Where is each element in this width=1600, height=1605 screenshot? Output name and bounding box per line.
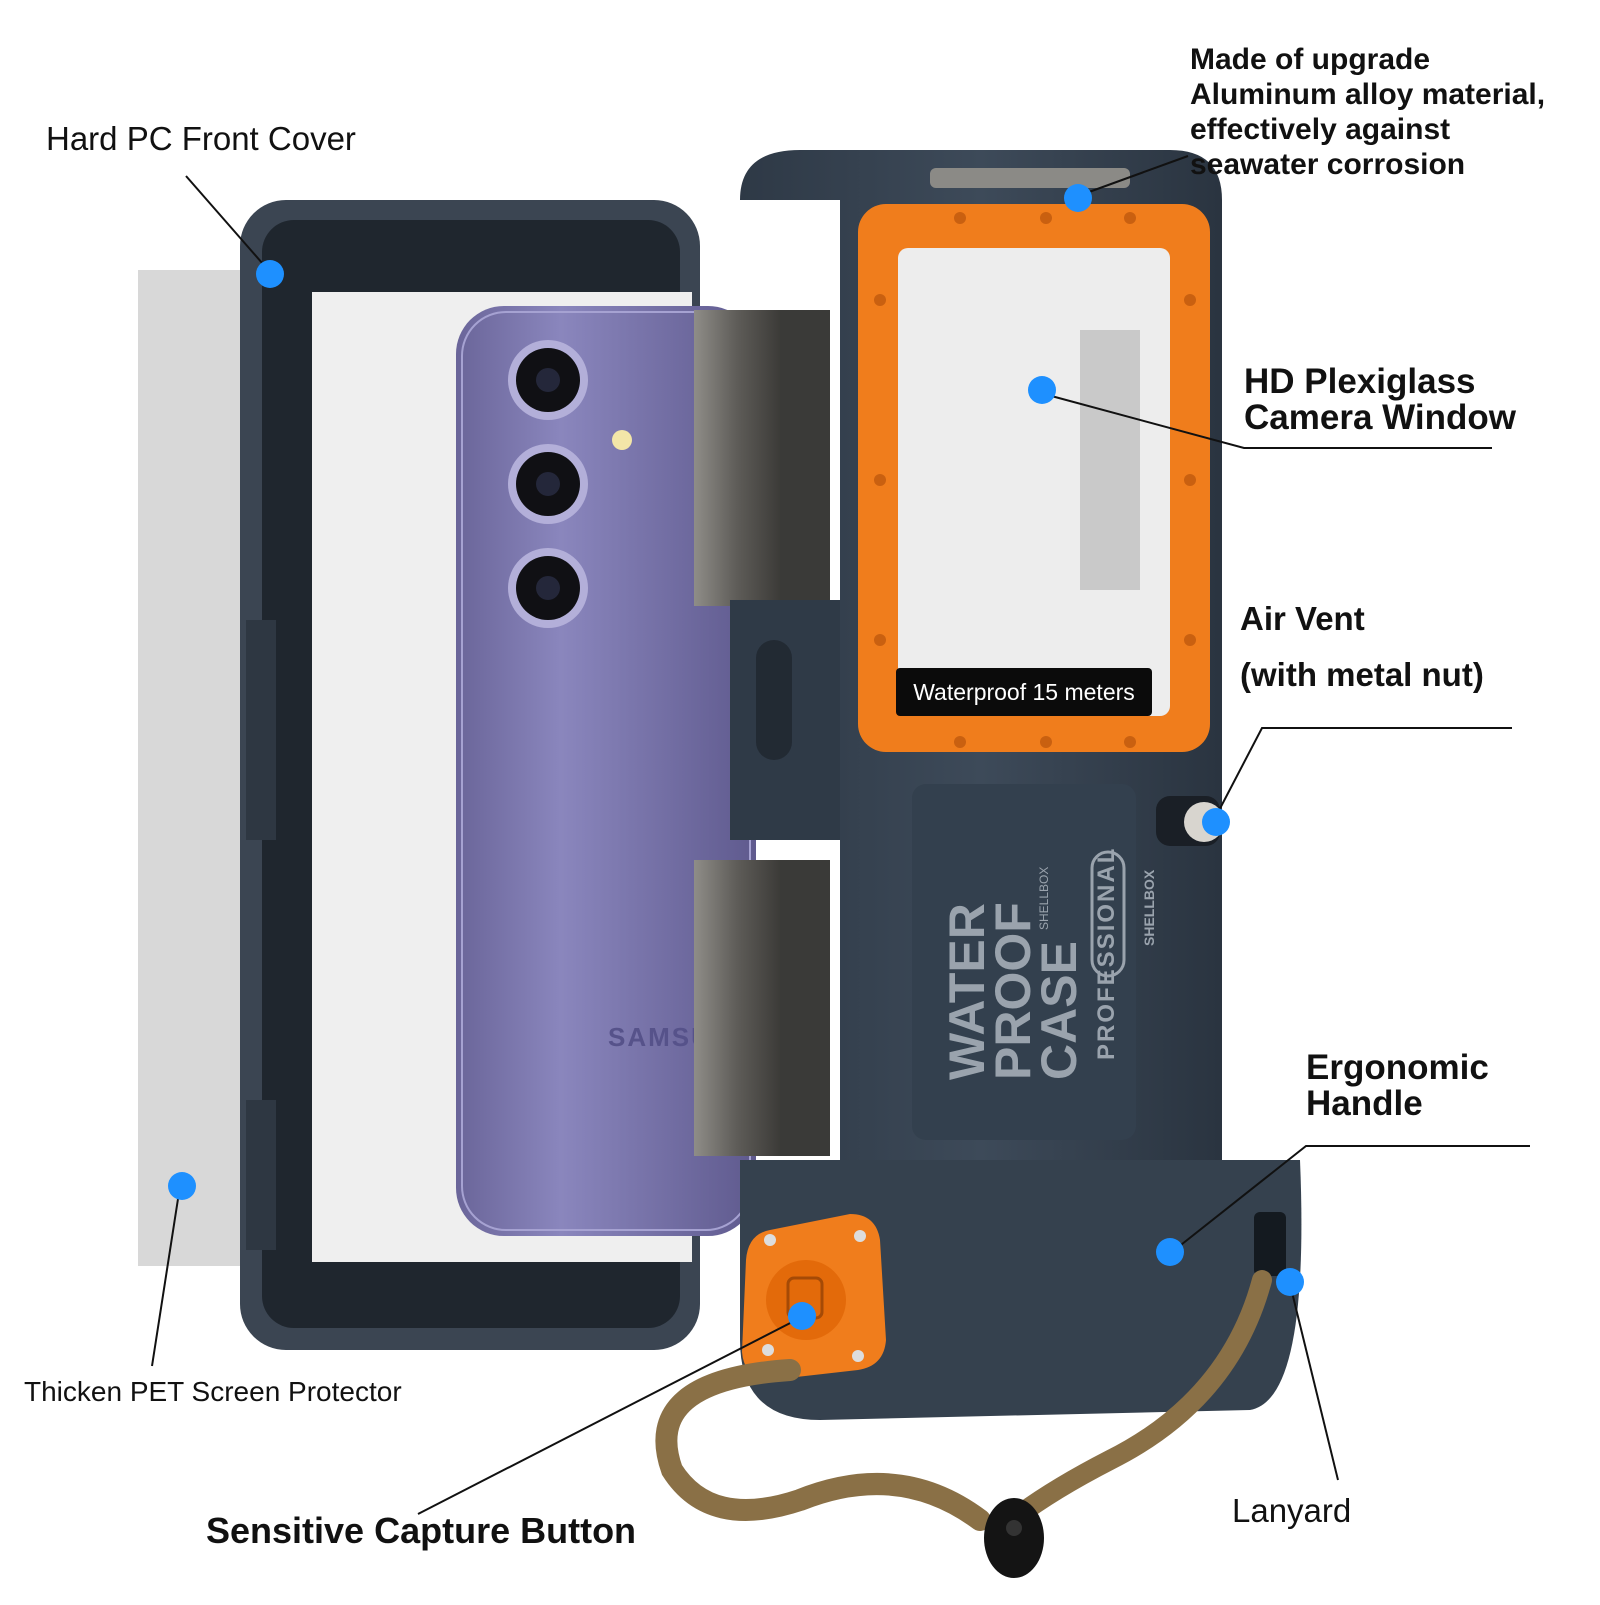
label-air-vent: Air Vent xyxy=(1240,600,1365,637)
marker-aluminum xyxy=(1064,184,1092,212)
marker-window xyxy=(1028,376,1056,404)
camera-window-frame xyxy=(858,204,1210,752)
camera-lens-icon xyxy=(508,340,588,628)
aluminum-top-bar xyxy=(930,168,1130,188)
marker-protector xyxy=(168,1172,196,1200)
label-line: Aluminum alloy material, xyxy=(1190,78,1546,111)
brand-badge-outline xyxy=(1090,850,1126,978)
hinge-top xyxy=(694,310,830,606)
window-badge: Waterproof 15 meters xyxy=(896,668,1152,716)
flash-icon xyxy=(612,430,632,450)
hinge-bottom xyxy=(694,860,830,1156)
panel-word-4: PROFESSIONAL xyxy=(1093,847,1120,1060)
label-line: HD Plexiglass xyxy=(1244,362,1476,401)
label-line: Ergonomic xyxy=(1306,1048,1489,1087)
label-capture-button: Sensitive Capture Button xyxy=(206,1510,637,1551)
panel-brand-badge: SHELLBOX xyxy=(1141,869,1157,946)
label-ergonomic-handle: Ergonomic Handle xyxy=(1306,1050,1489,1122)
marker-capture xyxy=(788,1302,816,1330)
label-air-vent-sub: (with metal nut) xyxy=(1240,656,1484,693)
panel-word-3: CASE xyxy=(1031,941,1087,1080)
window-screws xyxy=(874,212,1196,748)
label-lanyard: Lanyard xyxy=(1232,1492,1352,1529)
label-line: Made of upgrade xyxy=(1190,43,1431,76)
label-screen-protector: Thicken PET Screen Protector xyxy=(24,1376,402,1407)
marker-front-cover xyxy=(256,260,284,288)
label-line: Handle xyxy=(1306,1084,1423,1123)
callout-lines xyxy=(151,155,1530,1515)
label-aluminum-material: Made of upgrade Aluminum alloy material,… xyxy=(1190,42,1590,182)
label-line: seawater corrosion xyxy=(1190,148,1466,181)
lanyard xyxy=(655,1270,1272,1578)
panel-brand-small: SHELLBOX xyxy=(1037,867,1051,930)
label-camera-window: HD Plexiglass Camera Window xyxy=(1244,364,1516,436)
label-line: Camera Window xyxy=(1244,398,1516,437)
callout-markers xyxy=(168,184,1304,1330)
marker-handle xyxy=(1156,1238,1184,1266)
shutter-button-icon[interactable] xyxy=(742,1214,886,1380)
label-hard-pc-front-cover: Hard PC Front Cover xyxy=(46,120,356,157)
panel-word-2: PROOF xyxy=(985,902,1041,1080)
marker-air-vent xyxy=(1202,808,1230,836)
waterproof-panel: WATER PROOF CASE PROFESSIONAL SHELLBOX S… xyxy=(939,847,1157,1080)
marker-lanyard xyxy=(1276,1268,1304,1296)
panel-word-1: WATER xyxy=(939,903,995,1080)
label-line: effectively against xyxy=(1190,113,1451,146)
